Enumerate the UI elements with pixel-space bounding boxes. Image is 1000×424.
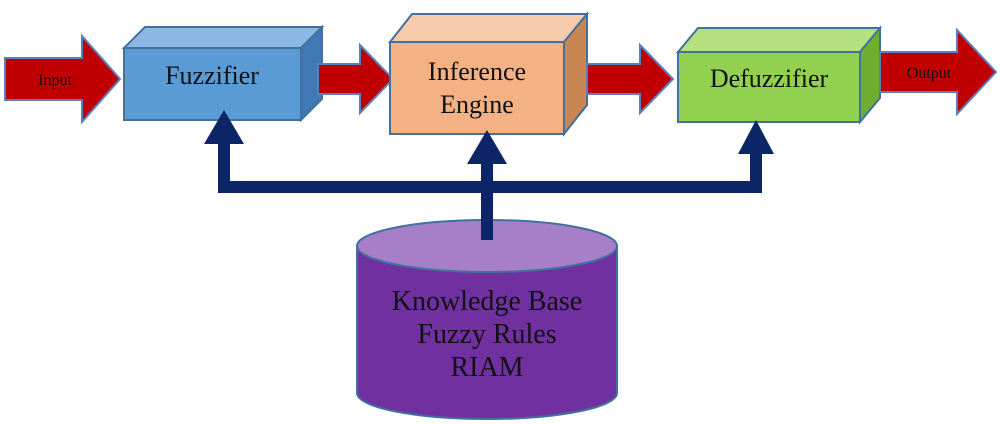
defuzzifier-block: Defuzzifier <box>675 25 883 125</box>
knowledge-base-line3: RIAM <box>450 352 523 383</box>
arrow-fuzzifier-to-inference <box>317 42 395 116</box>
output-label: Output <box>907 65 952 82</box>
feedback-arrowhead-inference <box>467 130 507 164</box>
input-arrow: Input <box>4 33 122 125</box>
knowledge-base-line1: Knowledge Base <box>392 286 583 317</box>
inference-engine-block: Inference Engine <box>387 11 590 137</box>
inference-label-line2: Engine <box>440 90 514 119</box>
knowledge-base-database: Knowledge Base Fuzzy Rules RIAM <box>356 218 618 420</box>
output-arrow: Output <box>879 27 998 117</box>
inference-label-line1: Inference <box>428 57 526 86</box>
fuzzifier-label: Fuzzifier <box>165 61 259 90</box>
feedback-left-stem <box>218 140 230 193</box>
input-label: Input <box>38 72 72 89</box>
feedback-arrowhead-defuzzifier <box>738 120 774 154</box>
defuzzifier-label: Defuzzifier <box>710 64 829 93</box>
feedback-arrowhead-fuzzifier <box>204 110 244 144</box>
knowledge-base-line2: Fuzzy Rules <box>417 319 556 350</box>
arrow-inference-to-defuzzifier <box>586 42 675 116</box>
fuzzifier-block: Fuzzifier <box>121 24 325 123</box>
feedback-right-stem <box>750 150 762 193</box>
